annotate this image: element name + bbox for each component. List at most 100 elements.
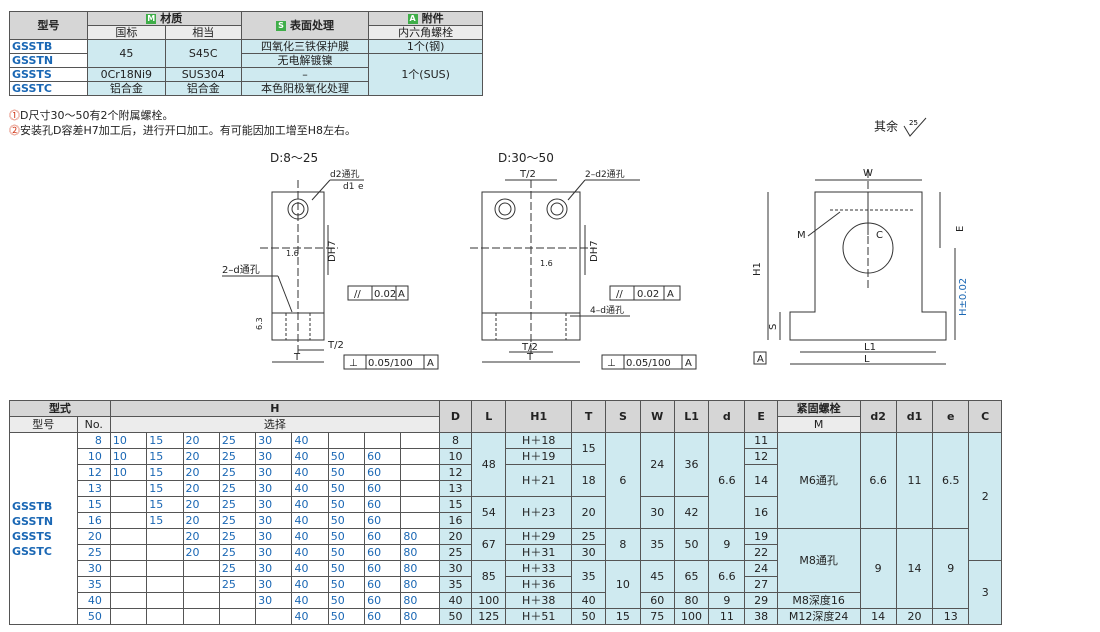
h1-cell: H＋51 [505,608,572,625]
h-option-cell: 50 [327,560,366,577]
h-t: T [570,400,607,433]
h-option-cell: 15 [146,464,184,481]
rough-16: 1.6 [286,249,299,258]
h-option-cell: 30 [255,528,293,545]
h-option-cell: 60 [364,480,402,497]
roughness-label: 其余 [874,119,899,134]
t-half-label: T/2 [521,342,538,353]
h-option-cell: 60 [364,496,402,513]
accessory-badge-icon: A [407,14,418,24]
h-type: 型式 [9,400,111,417]
h-option-cell: 80 [400,544,440,561]
w-cell: 45 [639,560,675,593]
h-l1: L1 [673,400,710,433]
h1-cell: H＋23 [505,496,572,529]
note-text: D尺寸30～50有2个附属螺栓。 [20,109,174,122]
l-label: L [864,354,870,365]
c-label: C [876,230,883,241]
no-cell: 10 [76,448,111,465]
d-cell: 50 [438,608,473,625]
d-cell: 35 [438,576,473,593]
e-cell: 27 [744,576,778,593]
h-option-cell [109,592,148,609]
h-option-cell [218,592,257,609]
sub-bolt: 内六角螺栓 [368,25,483,40]
w-label: W [863,168,873,179]
material-badge-icon: M [146,14,157,24]
t-cell: 50 [570,608,607,625]
h-option-cell [109,544,148,561]
h-option-cell [182,608,220,625]
h-option-cell: 20 [182,544,220,561]
l-cell: 67 [471,528,507,561]
eq-cell: SUS304 [164,67,242,82]
no-cell: 13 [76,480,111,497]
h-option-cell [146,560,184,577]
tol-parallel: 0.02 [637,289,659,300]
mid-side-holes-label: 4–d通孔 [590,305,624,316]
h-option-cell: 50 [327,496,366,513]
h-option-cell: 30 [255,576,293,593]
h1-cell: H＋36 [505,576,572,593]
t-half-label: T/2 [327,340,344,351]
e-cell: 19 [744,528,778,545]
h-option-cell: 20 [182,464,220,481]
std-cell: 45 [86,39,166,68]
surface-cell: – [240,67,370,82]
d-cell: 20 [438,528,473,545]
h-option-cell: 20 [182,528,220,545]
l-cell: 85 [471,560,507,593]
h-option-cell: 50 [327,544,366,561]
h-option-cell: 60 [364,592,402,609]
dd-cell: 9 [708,528,746,561]
t-label: T [293,352,301,363]
d-cell: 10 [438,448,473,465]
h1-cell: H＋33 [505,560,572,577]
h-option-cell: 60 [364,576,402,593]
surface-cell: 无电解镀镍 [240,53,370,68]
h1-cell: H＋18 [505,432,572,449]
h-option-cell: 25 [218,576,257,593]
ee-cell: 9 [932,528,970,609]
h-option-cell [109,608,148,625]
no-cell: 15 [76,496,111,513]
mid-hole-label: 2–d2通孔 [585,169,625,180]
h-option-cell: 10 [109,464,148,481]
t-half-label: T/2 [519,169,536,180]
tol-perp: 0.05/100 [626,358,671,369]
ee-cell: 13 [932,608,970,625]
no-cell: 50 [76,608,111,625]
model-name: GSSTN [12,514,54,528]
w-cell: 60 [639,592,675,609]
d2-cell: 6.6 [859,432,897,529]
d-cell: 25 [438,544,473,561]
c-cell: 2 [968,432,1002,561]
h-option-cell [146,592,184,609]
h-w: W [639,400,675,433]
datum-label: A [757,354,764,365]
eq-cell: 铝合金 [164,81,242,96]
h-option-cell: 50 [327,608,366,625]
h-option-cell: 40 [291,608,329,625]
drawing-front: W M C E H1 H±0.02 S L1 L A [752,168,969,365]
l1-cell: 36 [673,432,710,497]
w-cell: 30 [639,496,675,529]
h-option-cell: 10 [109,448,148,465]
h-option-cell: 40 [291,592,329,609]
h-option-cell: 25 [218,496,257,513]
h-no: No. [76,416,111,433]
h-option-cell: 15 [146,480,184,497]
h-sel: 选择 [109,416,440,433]
h-option-cell: 50 [327,512,366,529]
h-h: H [109,400,440,417]
model-cell: GSSTS [9,67,88,82]
note-1: ⓵D尺寸30～50有2个附属螺栓。 [9,107,173,123]
tol-parallel: 0.02 [374,289,396,300]
h-e: E [744,400,778,433]
